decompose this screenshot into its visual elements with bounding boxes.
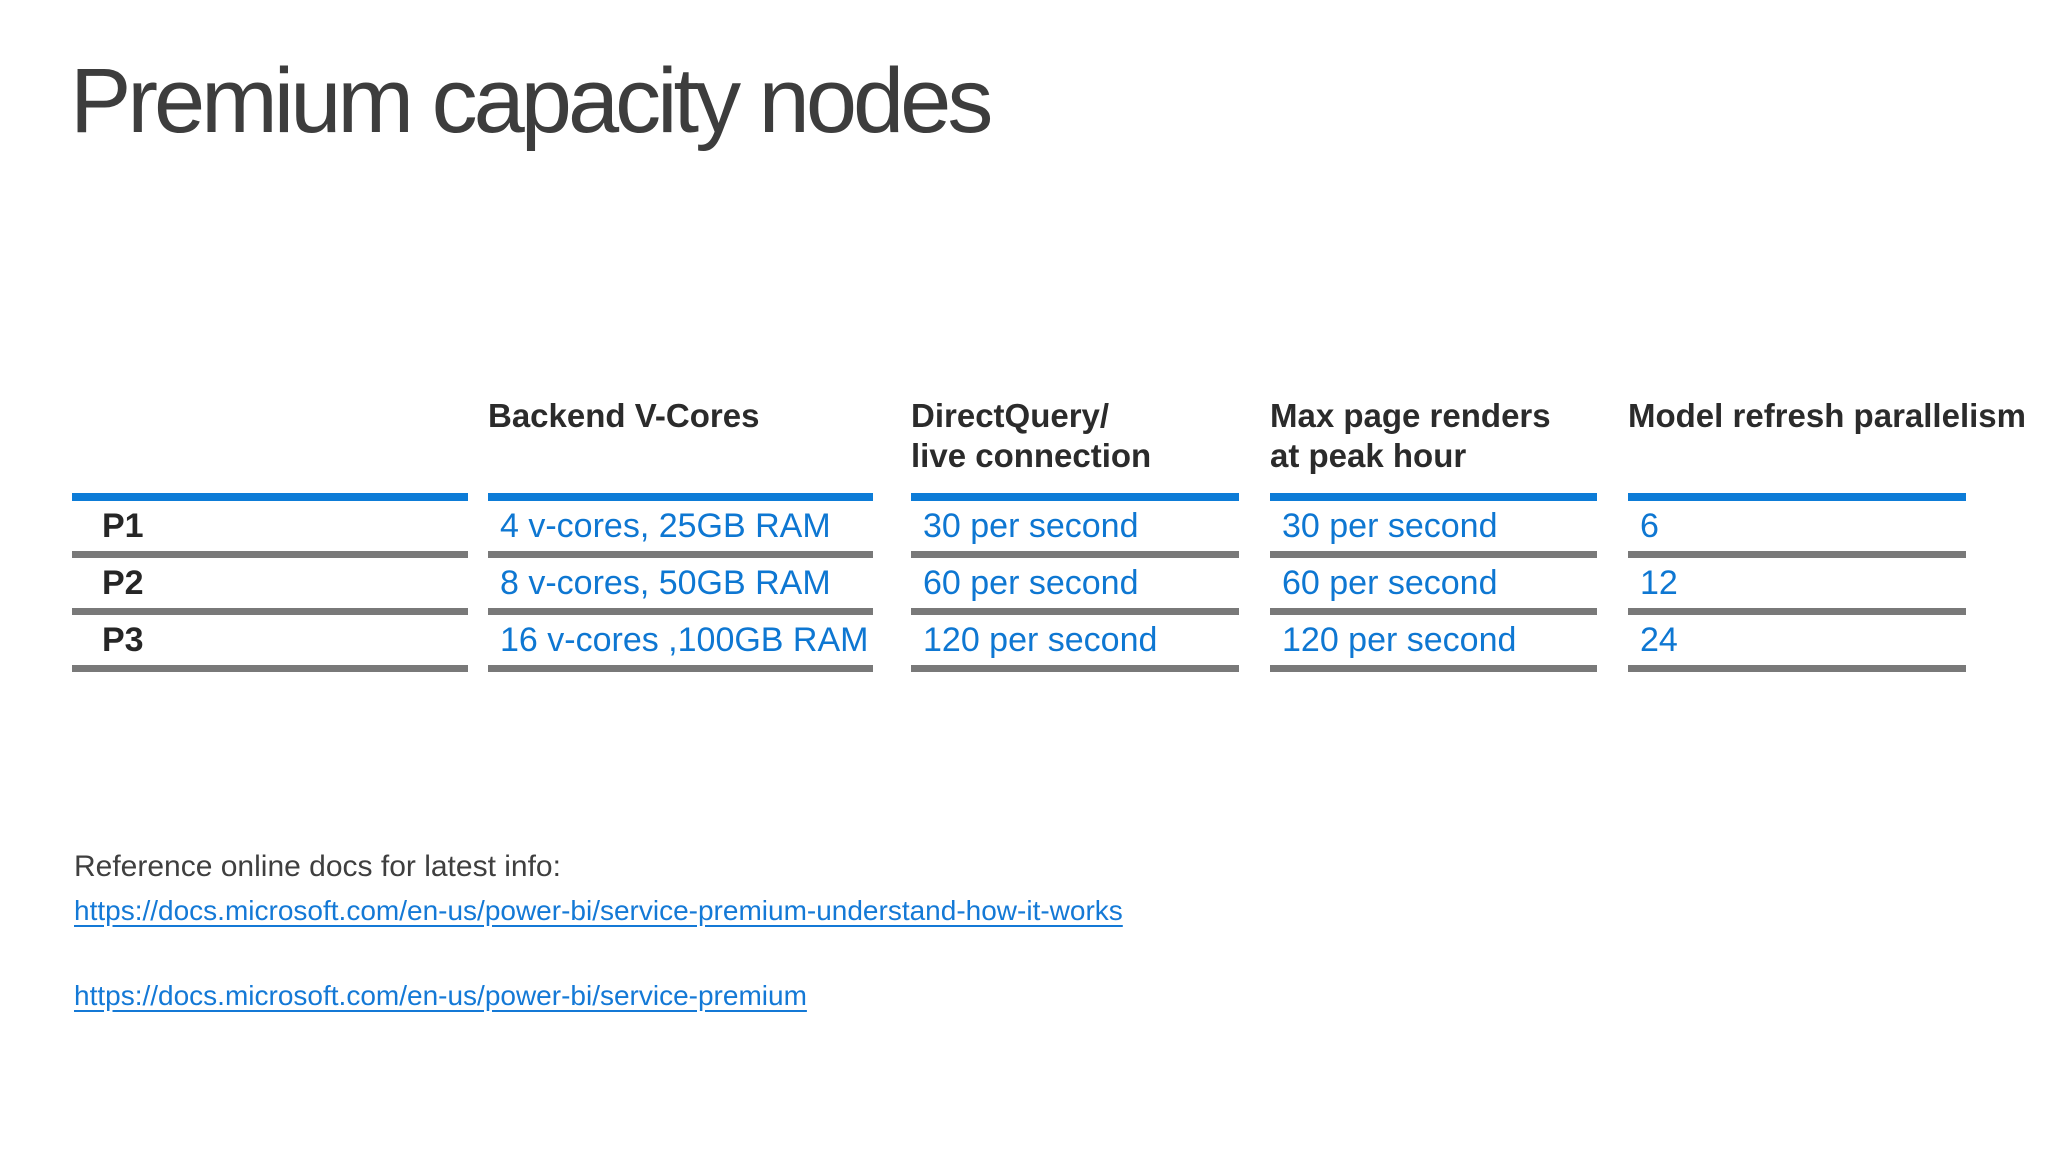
table-cell-directquery: 120 per second: [923, 620, 1158, 659]
column-header-line: Model refresh parallelism: [1628, 397, 2026, 434]
table-cell-backend: 8 v-cores, 50GB RAM: [500, 563, 831, 602]
header-divider-blue: [911, 493, 1239, 501]
column-header-line: at peak hour: [1270, 437, 1467, 474]
row-divider-gray: [488, 551, 873, 558]
table-cell-parallelism: 12: [1640, 563, 1678, 602]
header-divider-blue: [1270, 493, 1597, 501]
row-divider-gray: [1628, 551, 1966, 558]
table-column-parallelism: Model refresh parallelism 6 12 24: [1628, 396, 2026, 672]
page-title: Premium capacity nodes: [70, 50, 993, 152]
table-cell-backend: 16 v-cores ,100GB RAM: [500, 620, 869, 659]
table-column-backend: Backend V-Cores 4 v-cores, 25GB RAM 8 v-co…: [488, 396, 873, 672]
row-divider-gray: [72, 665, 468, 672]
table-cell-parallelism: 24: [1640, 620, 1678, 659]
header-divider-blue: [488, 493, 873, 501]
row-divider-gray: [911, 551, 1239, 558]
table-cell-renders: 30 per second: [1282, 506, 1498, 545]
table-cell-parallelism: 6: [1640, 506, 1659, 545]
row-divider-gray: [1270, 665, 1597, 672]
column-header-line: Max page renders: [1270, 397, 1551, 434]
header-divider-blue: [1628, 493, 1966, 501]
table-cell-directquery: 60 per second: [923, 563, 1139, 602]
column-header-backend: Backend V-Cores: [488, 396, 873, 493]
table-cell-renders: 120 per second: [1282, 620, 1517, 659]
table-cell-backend: 4 v-cores, 25GB RAM: [500, 506, 831, 545]
table-column-directquery: DirectQuery/live connection 30 per second…: [911, 396, 1239, 672]
row-label-cell: P2: [102, 563, 144, 602]
row-divider-gray: [488, 608, 873, 615]
row-divider-gray: [72, 608, 468, 615]
row-divider-gray: [72, 551, 468, 558]
row-divider-gray: [1628, 665, 1966, 672]
row-divider-gray: [488, 665, 873, 672]
column-header-parallelism: Model refresh parallelism: [1628, 396, 2026, 493]
header-divider-blue: [72, 493, 468, 501]
column-header-node: [72, 396, 468, 493]
row-label-cell: P1: [102, 506, 144, 545]
column-header-line: Backend V-Cores: [488, 397, 760, 434]
column-header-directquery: DirectQuery/live connection: [911, 396, 1239, 493]
row-divider-gray: [911, 608, 1239, 615]
row-divider-gray: [1628, 608, 1966, 615]
row-divider-gray: [911, 665, 1239, 672]
docs-link-premium-how-it-works[interactable]: https://docs.microsoft.com/en-us/power-b…: [74, 895, 1123, 926]
table-cell-renders: 60 per second: [1282, 563, 1498, 602]
row-divider-gray: [1270, 608, 1597, 615]
row-label-cell: P3: [102, 620, 144, 659]
table-cell-directquery: 30 per second: [923, 506, 1139, 545]
docs-link-service-premium[interactable]: https://docs.microsoft.com/en-us/power-b…: [74, 980, 807, 1011]
row-divider-gray: [1270, 551, 1597, 558]
footer-note: Reference online docs for latest info:: [74, 850, 561, 883]
column-header-line: live connection: [911, 437, 1152, 474]
column-header-line: DirectQuery/: [911, 397, 1110, 434]
